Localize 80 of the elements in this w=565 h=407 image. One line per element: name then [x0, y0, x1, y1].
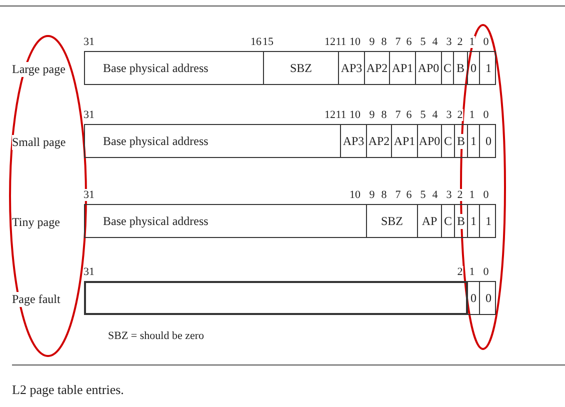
- bit-number: 7: [395, 109, 401, 121]
- bit-number: 11: [336, 36, 346, 48]
- bit-number: 31: [84, 266, 94, 278]
- bit-field: 1: [479, 205, 497, 237]
- bit-field: Base physical address: [85, 205, 366, 237]
- bit-field: B: [454, 205, 467, 237]
- bit-number: 4: [432, 36, 438, 48]
- bit-field: AP3: [338, 52, 364, 84]
- bit-field: 0: [479, 282, 497, 314]
- bit-number: 6: [406, 109, 412, 121]
- bit-number: 10: [350, 36, 360, 48]
- bit-number: 10: [350, 109, 360, 121]
- bit-number: 1: [469, 109, 475, 121]
- bit-number: 1: [469, 266, 475, 278]
- bit-number: 4: [432, 189, 438, 201]
- row-label: Tiny page: [12, 215, 60, 230]
- note-text: SBZ = should be zero: [108, 330, 204, 342]
- bit-field: AP1: [391, 125, 417, 157]
- bit-field: AP: [417, 205, 441, 237]
- bit-number: 2: [457, 36, 463, 48]
- bit-number: 15: [262, 36, 274, 48]
- bit-number: 31: [84, 109, 94, 121]
- bit-number: 12: [324, 109, 336, 121]
- bit-number: 12: [324, 36, 336, 48]
- bit-field: 0: [467, 52, 479, 84]
- bit-number: 6: [406, 189, 412, 201]
- bit-number: 8: [381, 189, 387, 201]
- bit-number: 9: [369, 36, 375, 48]
- bit-number: 5: [420, 109, 426, 121]
- figure-caption: L2 page table entries.: [12, 382, 124, 398]
- row-label: Large page: [12, 62, 66, 77]
- bit-number: 0: [483, 266, 489, 278]
- bit-field: Base physical address: [85, 125, 340, 157]
- bit-field: AP2: [366, 125, 391, 157]
- row-label: Small page: [12, 135, 66, 150]
- bit-number: 10: [350, 189, 360, 201]
- bit-number: 7: [395, 189, 401, 201]
- bit-field: AP0: [417, 125, 441, 157]
- bit-number: 0: [483, 36, 489, 48]
- bit-number: 2: [457, 266, 463, 278]
- bit-field: SBZ: [366, 205, 417, 237]
- bit-number: 6: [406, 36, 412, 48]
- bit-number: 31: [84, 189, 94, 201]
- bit-number: 2: [457, 109, 463, 121]
- bit-field: 1: [467, 205, 479, 237]
- bit-number: 8: [381, 109, 387, 121]
- bit-field: AP0: [415, 52, 441, 84]
- bit-number: 9: [369, 189, 375, 201]
- bit-field: C: [441, 52, 453, 84]
- bit-number: 3: [446, 189, 452, 201]
- bit-number: 0: [483, 189, 489, 201]
- bit-field: B: [453, 52, 467, 84]
- bit-number: 7: [395, 36, 401, 48]
- bit-number: 31: [84, 36, 94, 48]
- bit-number: 5: [420, 36, 426, 48]
- bit-number: 9: [369, 109, 375, 121]
- bit-field: 0: [479, 125, 497, 157]
- bit-field: C: [441, 205, 454, 237]
- bit-field: C: [441, 125, 454, 157]
- bit-field: 0: [467, 282, 479, 314]
- bit-number: 1: [469, 36, 475, 48]
- bit-number: 8: [381, 36, 387, 48]
- bit-number: 1: [469, 189, 475, 201]
- bit-number: 3: [446, 109, 452, 121]
- bit-field: Base physical address: [85, 52, 263, 84]
- bit-field: AP1: [389, 52, 415, 84]
- bit-number: 0: [483, 109, 489, 121]
- bit-field: AP3: [340, 125, 366, 157]
- bit-number: 16: [250, 36, 262, 48]
- bit-field: AP2: [364, 52, 389, 84]
- bit-field: 1: [467, 125, 479, 157]
- bit-number: 2: [457, 189, 463, 201]
- bit-number: 3: [446, 36, 452, 48]
- row-label: Page fault: [12, 292, 60, 307]
- bit-field: 1: [479, 52, 497, 84]
- bit-number: 11: [336, 109, 346, 121]
- bit-field: SBZ: [263, 52, 338, 84]
- bit-field: B: [454, 125, 467, 157]
- bit-number: 5: [420, 189, 426, 201]
- bit-number: 4: [432, 109, 438, 121]
